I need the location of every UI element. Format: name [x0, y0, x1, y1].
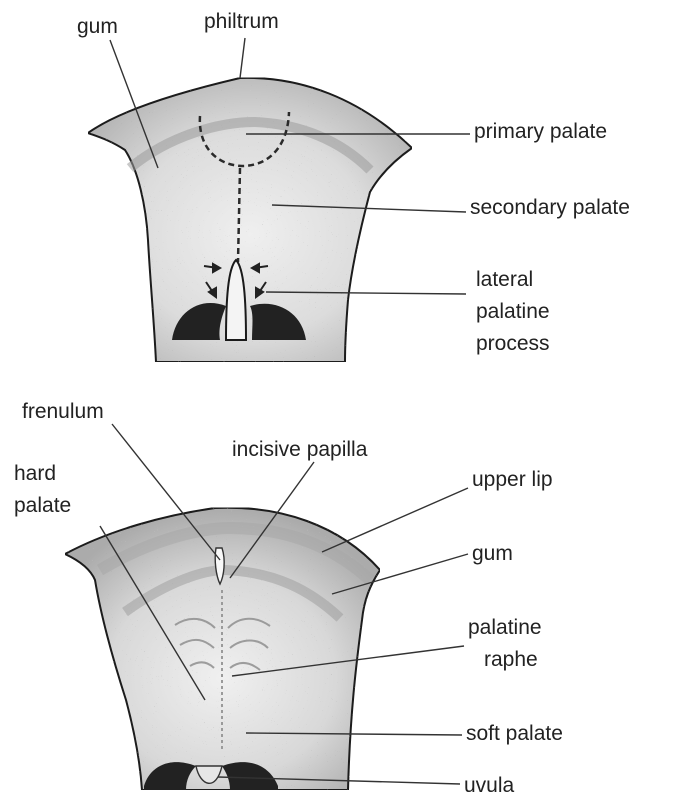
label-philtrum: philtrum	[204, 10, 279, 33]
label-palatine-raphe-1: palatine	[468, 616, 542, 639]
label-uvula: uvula	[464, 774, 515, 797]
leader-philtrum	[240, 38, 245, 78]
label-palatine-raphe-2: raphe	[484, 648, 538, 671]
label-frenulum: frenulum	[22, 400, 104, 423]
label-gum-bottom: gum	[472, 542, 513, 565]
label-primary-palate: primary palate	[474, 120, 607, 143]
label-hard-palate-2: palate	[14, 494, 71, 517]
top-palate-illustration	[88, 78, 412, 362]
leader-upper-lip	[322, 488, 468, 552]
label-lateral-palatine-process-3: process	[476, 332, 550, 355]
bottom-palate-illustration	[65, 508, 380, 790]
label-secondary-palate: secondary palate	[470, 196, 630, 219]
label-lateral-palatine-process-1: lateral	[476, 268, 533, 291]
label-gum-top: gum	[77, 15, 118, 38]
label-hard-palate-1: hard	[14, 462, 56, 485]
label-upper-lip: upper lip	[472, 468, 553, 491]
label-soft-palate: soft palate	[466, 722, 563, 745]
label-incisive-papilla: incisive papilla	[232, 438, 368, 461]
label-lateral-palatine-process-2: palatine	[476, 300, 550, 323]
